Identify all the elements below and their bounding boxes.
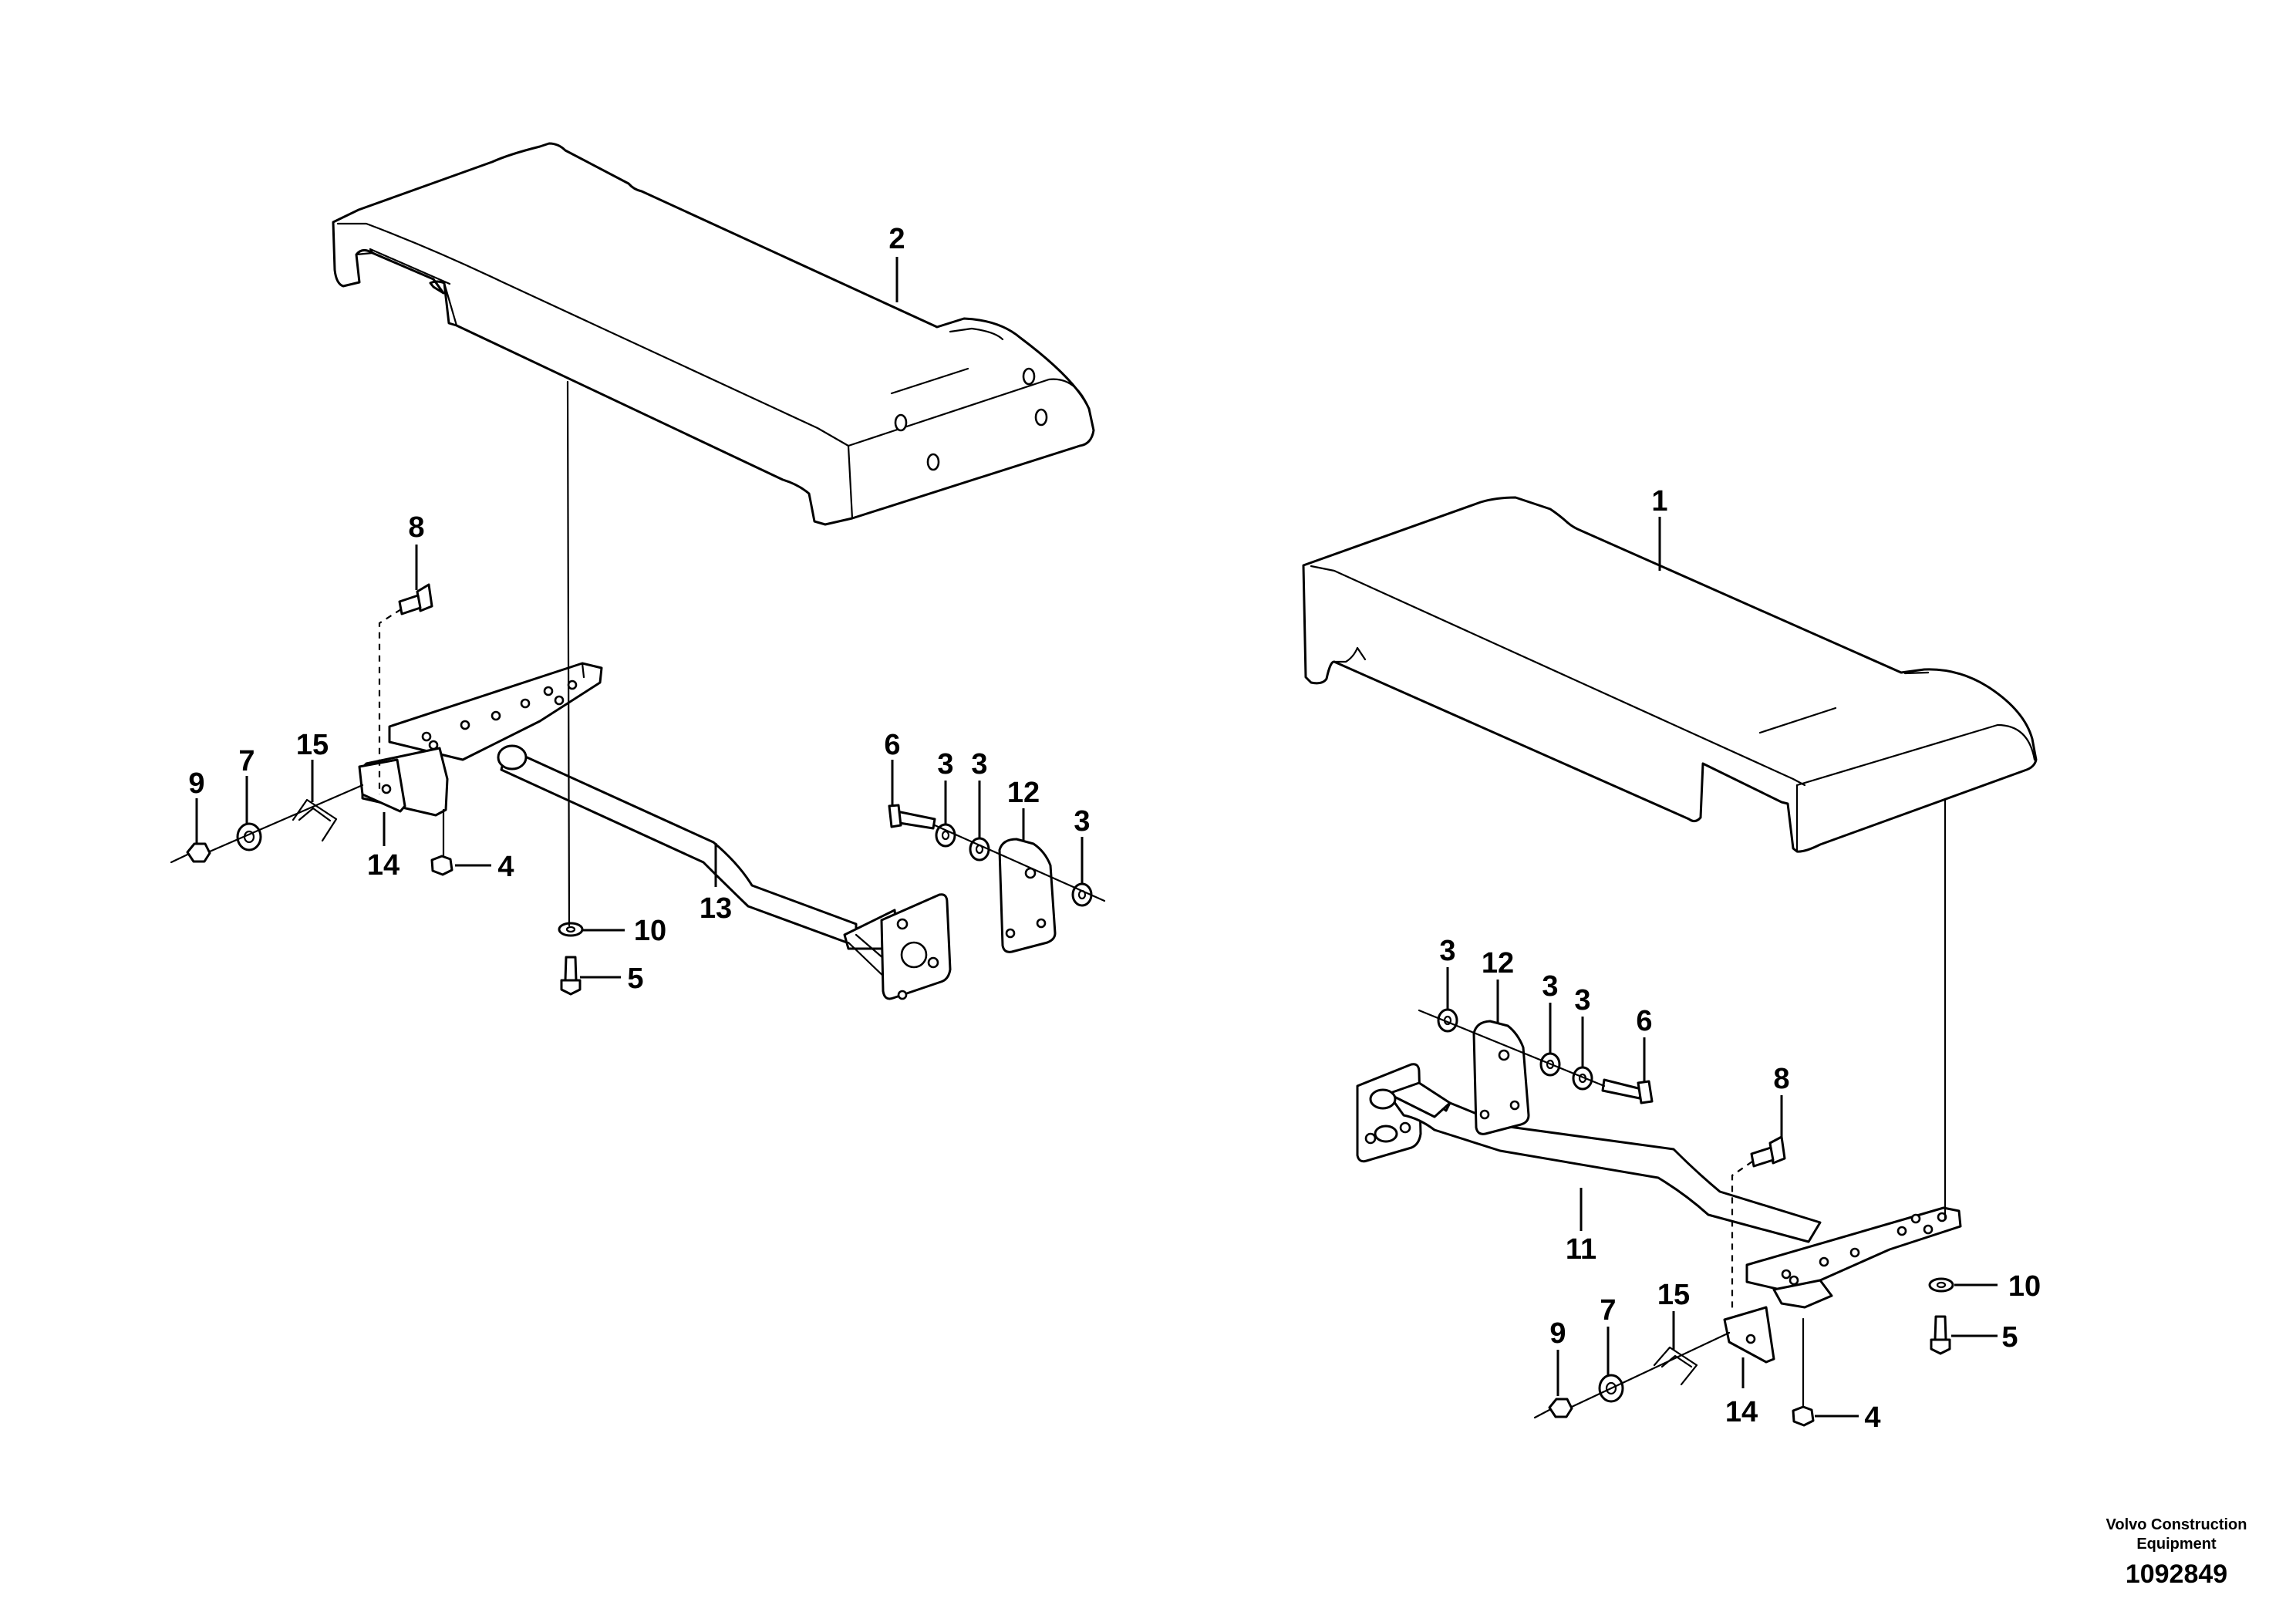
clip-part-15-right [1653,1346,1698,1386]
washer-part-7 [236,822,262,851]
bolt-part-8 [398,583,433,615]
dashed-line-bolt-8-right [1731,1161,1753,1313]
callout-9-right: 9 [1549,1317,1566,1350]
nut-part-9-right [1533,1398,1573,1419]
callout-14-left: 14 [367,849,400,882]
callout-10-left: 10 [634,915,666,947]
axis-line-right-fasteners [1570,1331,1731,1408]
washer-part-10 [558,922,584,937]
clip-part-15 [292,798,338,842]
nut-part-9 [170,842,211,864]
bolt-part-5-right [1930,1315,1951,1355]
bracket-part-14-right [1723,1306,1775,1364]
callout-12-right: 12 [1482,947,1514,980]
alignment-line-left [566,380,571,927]
nut-part-4-right [1792,1405,1815,1427]
callout-7-right: 7 [1600,1294,1616,1327]
bracket-part-14 [358,758,406,813]
callout-5-left: 5 [627,963,643,995]
bolt-part-8-right [1750,1135,1786,1168]
bolt-part-5 [560,956,582,996]
callout-11: 11 [1566,1233,1596,1266]
cover-part-1 [1302,496,2038,853]
support-arm-part-11 [1356,1063,1962,1309]
callout-12-left: 12 [1007,777,1040,809]
company-name-line-2: Equipment [2136,1536,2217,1553]
callout-3-right-b: 3 [1542,970,1558,1003]
callout-14-right: 14 [1725,1396,1758,1428]
callout-15-left: 15 [296,729,329,761]
callout-1: 1 [1651,485,1667,518]
plate-part-12-right [1472,1020,1530,1135]
callout-3-right-c: 3 [1574,984,1590,1017]
callout-13: 13 [700,892,732,925]
callout-3-left-a: 3 [937,748,953,781]
plate-part-12 [998,838,1057,953]
callout-7-left: 7 [238,745,255,777]
bolt-part-6-right [1601,1078,1654,1104]
callout-6-left: 6 [884,729,900,761]
washer-part-3-a [935,823,956,848]
nut-part-4 [430,855,453,876]
axis-line-left-right-fasteners [933,824,1106,902]
company-name-line-1: Volvo Construction [2106,1516,2247,1533]
washer-part-10-right [1928,1277,1954,1293]
leader-lines [195,257,1998,1418]
callout-2: 2 [888,223,905,255]
callout-3-left-c: 3 [1074,805,1090,838]
callout-8-left: 8 [408,511,424,544]
callout-4-right: 4 [1864,1401,1880,1434]
callout-3-left-b: 3 [971,748,987,781]
washer-part-3-d [1437,1008,1458,1033]
document-number: 1092849 [2126,1560,2227,1589]
callout-3-right-a: 3 [1439,935,1455,967]
callout-5-right: 5 [2001,1321,2018,1354]
callout-8-right: 8 [1773,1063,1789,1095]
callout-4-left: 4 [497,851,514,883]
callout-9-left: 9 [188,767,204,800]
callout-6-right: 6 [1636,1005,1652,1037]
axis-line-left-fasteners [208,784,364,853]
callout-15-right: 15 [1657,1279,1690,1311]
cover-part-2 [332,142,1095,526]
dashed-line-bolt-8-left [378,609,402,794]
bolt-part-6 [888,804,936,830]
axis-line-right-top-fasteners [1418,1009,1606,1088]
washer-part-3-f [1572,1066,1593,1091]
support-arm-part-13 [361,662,952,1000]
callout-10-right: 10 [2008,1270,2041,1303]
